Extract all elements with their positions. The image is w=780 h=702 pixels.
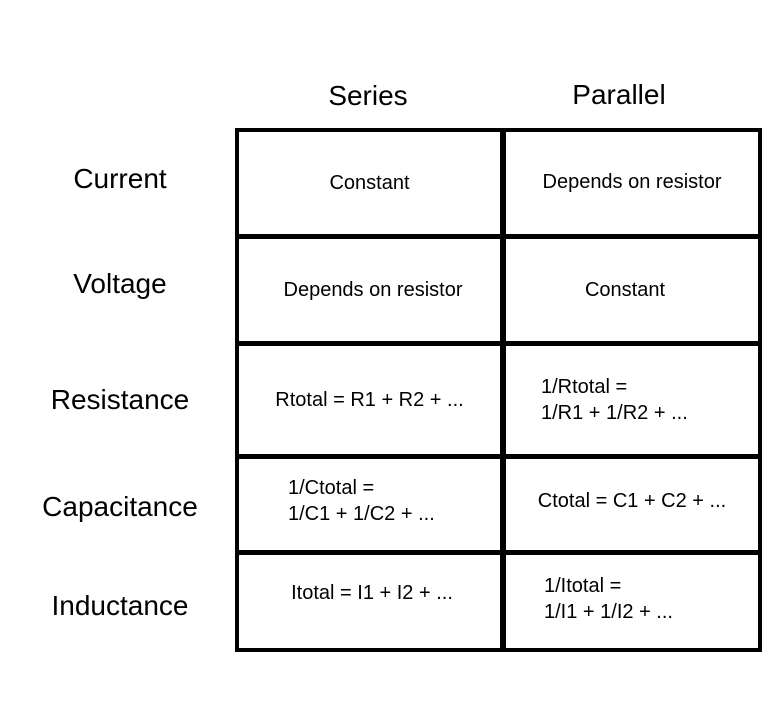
cell-text: Itotal = I1 + I2 + ... — [291, 582, 453, 604]
row-label-voltage: Voltage — [73, 268, 167, 299]
cell-text-line-2: 1/R1 + 1/R2 + ... — [541, 402, 688, 424]
cell-text: Depends on resistor — [283, 279, 463, 301]
row-divider — [235, 341, 762, 346]
table-cell-inductance-series: Itotal = I1 + I2 + ... — [239, 555, 505, 647]
table-grid — [235, 128, 762, 652]
row-label-inductance: Inductance — [51, 590, 189, 621]
cell-text-line-1: 1/Ctotal = — [288, 476, 375, 499]
cell-text: Depends on resistor — [542, 171, 722, 193]
table-cell-capacitance-parallel: Ctotal = C1 + C2 + ... — [506, 459, 758, 550]
cell-text: Rtotal = R1 + R2 + ... — [275, 389, 464, 411]
cell-text: Constant — [584, 279, 666, 301]
cell-text: Ctotal = C1 + C2 + ... — [537, 489, 727, 512]
cell-text-line-1: 1/Rtotal = — [541, 376, 628, 398]
table-cell-voltage-parallel: Constant — [506, 239, 744, 341]
row-label-capacitance: Capacitance — [42, 491, 198, 522]
cell-text: Constant — [329, 172, 410, 194]
cell-text-line-2: 1/C1 + 1/C2 + ... — [288, 502, 435, 525]
table-cell-resistance-series: Rtotal = R1 + R2 + ... — [239, 346, 500, 454]
row-label-current: Current — [73, 163, 167, 194]
table-cell-voltage-series: Depends on resistor — [239, 239, 507, 341]
column-header-series: Series — [328, 80, 408, 111]
cell-text-line-1: 1/Itotal = — [544, 575, 622, 597]
table-cell-resistance-parallel: 1/Rtotal = 1/R1 + 1/R2 + ... — [541, 346, 758, 454]
cell-text-line-2: 1/I1 + 1/I2 + ... — [544, 601, 673, 623]
row-label-resistance: Resistance — [50, 384, 190, 415]
table-cell-current-series: Constant — [239, 132, 500, 234]
table-cell-inductance-parallel: 1/Itotal = 1/I1 + 1/I2 + ... — [544, 555, 758, 647]
row-divider — [235, 454, 762, 459]
row-divider — [235, 550, 762, 555]
column-header-parallel: Parallel — [572, 79, 666, 110]
column-divider — [500, 128, 506, 652]
row-divider — [235, 234, 762, 239]
table-cell-current-parallel: Depends on resistor — [506, 132, 758, 234]
table-cell-capacitance-series: 1/Ctotal = 1/C1 + 1/C2 + ... — [288, 459, 500, 550]
